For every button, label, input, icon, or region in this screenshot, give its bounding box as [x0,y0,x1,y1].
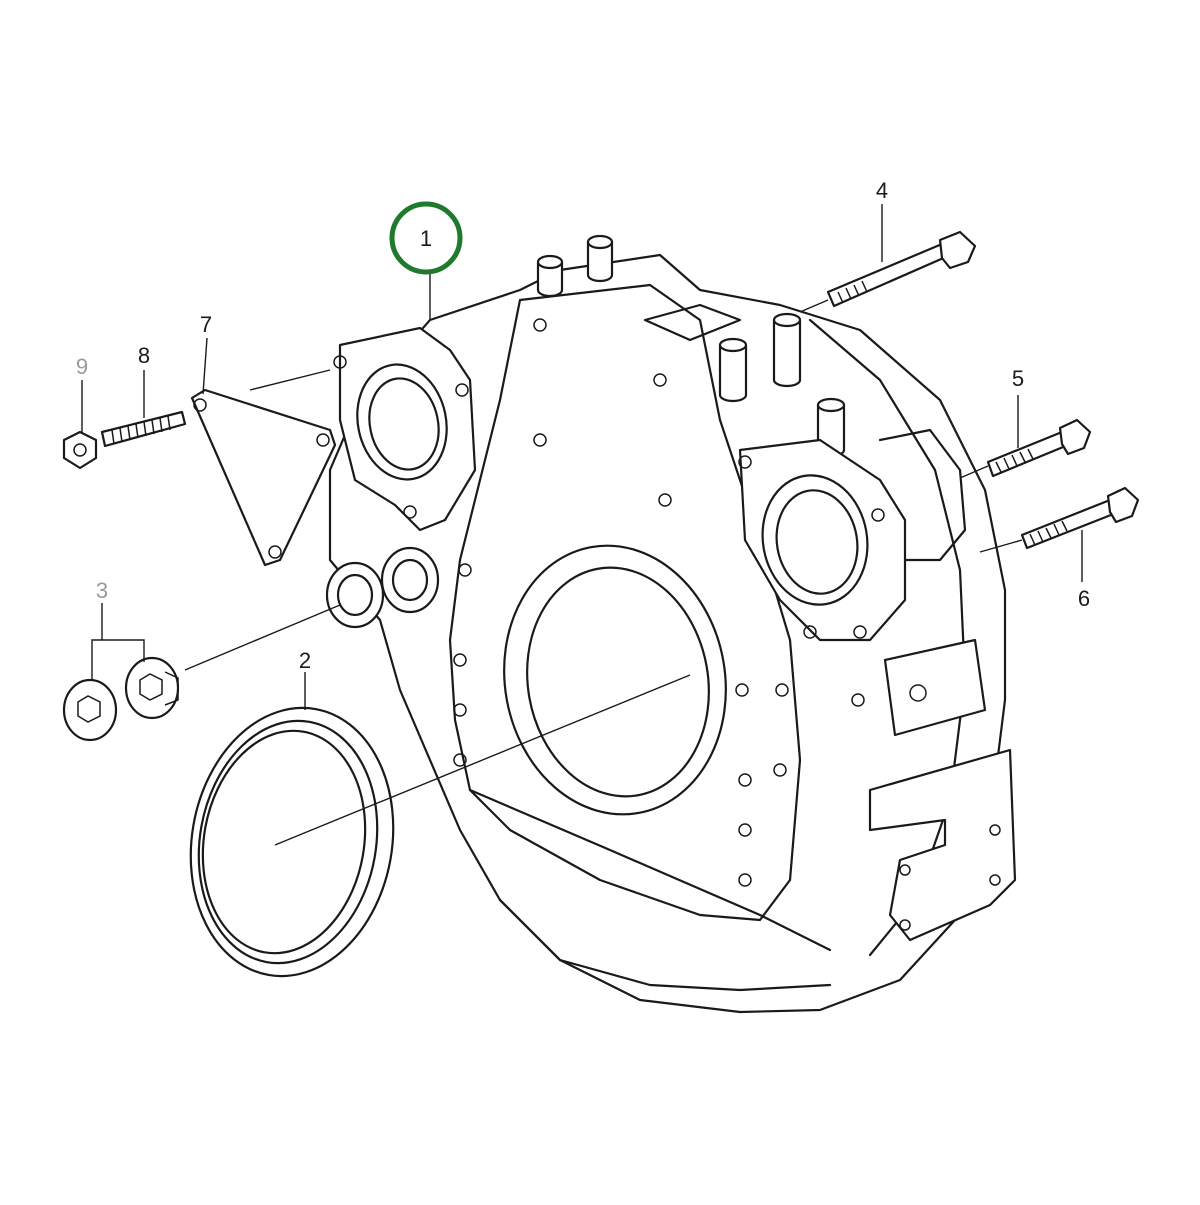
callout-7[interactable]: 7 [200,312,212,337]
callout-5[interactable]: 5 [1012,366,1024,391]
bolt-4[interactable] [826,230,977,308]
seal-ring[interactable] [170,692,414,993]
nut[interactable] [62,430,98,470]
assembly-lines [81,204,1083,846]
callout-2[interactable]: 2 [299,648,311,673]
bolt-5[interactable] [986,418,1092,478]
callout-3[interactable]: 3 [96,578,108,603]
callout-8[interactable]: 8 [138,343,150,368]
flywheel-housing[interactable] [325,234,1017,1014]
cover-plate[interactable] [190,388,337,567]
callout-6[interactable]: 6 [1078,586,1090,611]
callout-4[interactable]: 4 [876,178,888,203]
highlight-ring [389,201,463,275]
bolt-6[interactable] [1020,486,1140,550]
callout-1[interactable]: 1 [420,226,432,251]
plug-right[interactable] [124,656,180,720]
plug-left[interactable] [62,678,118,742]
stud[interactable] [100,410,187,448]
callout-9[interactable]: 9 [76,354,88,379]
